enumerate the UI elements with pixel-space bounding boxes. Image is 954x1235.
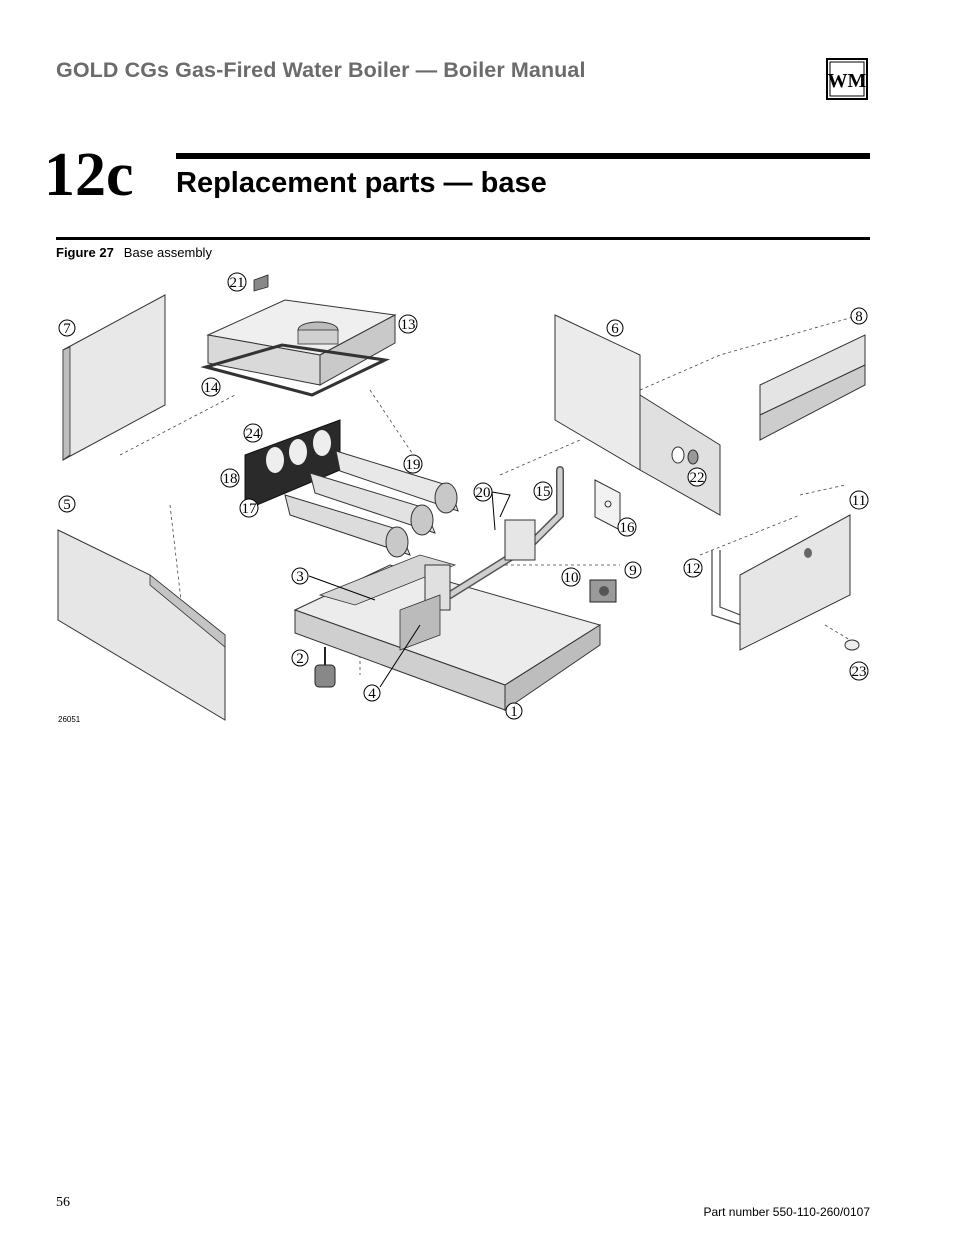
callout-8: 8 (850, 307, 868, 325)
callout-10: 10 (561, 567, 581, 587)
callout-23: 23 (849, 661, 869, 681)
svg-text:14: 14 (204, 380, 220, 396)
callout-16: 16 (617, 517, 637, 537)
callout-13: 13 (398, 314, 418, 334)
svg-text:2: 2 (296, 651, 304, 667)
callout-19: 19 (403, 454, 423, 474)
svg-text:24: 24 (246, 426, 262, 442)
svg-text:13: 13 (401, 317, 416, 333)
svg-text:7: 7 (63, 321, 71, 337)
callout-arrows (308, 491, 511, 688)
drawing-reference-number: 26051 (58, 715, 81, 724)
section-number: 12c (44, 141, 134, 209)
figure-caption: Figure 27 Base assembly (56, 245, 212, 260)
callout-21: 21 (227, 272, 247, 292)
flue-pipe-12 (711, 550, 749, 628)
svg-text:12: 12 (686, 561, 701, 577)
svg-text:16: 16 (620, 520, 636, 536)
callout-5: 5 (58, 495, 76, 513)
heading-rule-bottom (56, 237, 870, 240)
spacer-16 (594, 479, 621, 531)
callout-12: 12 (683, 558, 703, 578)
gas-valve-9 (589, 579, 617, 603)
svg-text:21: 21 (230, 275, 245, 291)
part-number: Part number 550-110-260/0107 (703, 1205, 870, 1219)
burner-plate-24 (244, 419, 341, 511)
callout-14: 14 (201, 377, 221, 397)
svg-text:WM: WM (828, 70, 867, 92)
gasket-14 (200, 343, 391, 397)
panel-7 (62, 294, 166, 461)
callout-6: 6 (606, 319, 624, 337)
section-title: Replacement parts — base (176, 167, 547, 199)
callout-4: 4 (363, 684, 381, 702)
svg-text:17: 17 (242, 501, 258, 517)
svg-text:23: 23 (852, 664, 867, 680)
callout-1: 1 (505, 702, 523, 720)
panel-5 (57, 529, 226, 721)
callout-24: 24 (243, 423, 263, 443)
svg-text:11: 11 (852, 493, 866, 509)
figure-caption-text: Base assembly (123, 245, 212, 260)
figure-callouts: 1 2 3 4 5 6 7 8 9 10 11 12 13 14 15 16 1… (58, 272, 869, 720)
heading-rule-top (176, 153, 870, 159)
svg-text:3: 3 (296, 569, 304, 585)
svg-text:22: 22 (690, 470, 705, 486)
manual-title: GOLD CGs Gas-Fired Water Boiler — Boiler… (56, 58, 586, 82)
callout-11: 11 (849, 490, 869, 510)
callout-17: 17 (239, 498, 259, 518)
callout-20: 20 (473, 482, 493, 502)
svg-text:19: 19 (406, 457, 421, 473)
callout-15: 15 (533, 481, 553, 501)
svg-text:18: 18 (223, 471, 238, 487)
callout-7: 7 (58, 319, 76, 337)
top-cover-13 (206, 299, 397, 386)
svg-text:1: 1 (510, 704, 518, 720)
callout-3: 3 (291, 567, 309, 585)
svg-text:10: 10 (564, 570, 579, 586)
front-panel-11 (739, 514, 851, 651)
base-assembly-diagram: 26051 1 2 3 4 5 6 7 8 9 10 11 12 13 14 1… (57, 272, 869, 724)
page-number: 56 (56, 1195, 70, 1210)
control-bracket-8 (759, 334, 866, 441)
svg-text:8: 8 (855, 309, 863, 325)
svg-text:9: 9 (629, 563, 637, 579)
weil-mclain-logo: WM (826, 58, 868, 100)
svg-text:6: 6 (611, 321, 619, 337)
burners-19 (284, 450, 459, 558)
figure-label: Figure 27 (56, 245, 114, 260)
sight-glass-23 (844, 639, 860, 651)
svg-text:5: 5 (63, 497, 71, 513)
screw-hardware-21 (253, 274, 269, 292)
callout-18: 18 (220, 468, 240, 488)
callout-2: 2 (291, 649, 309, 667)
svg-text:15: 15 (536, 484, 551, 500)
flame-screen-4 (399, 594, 441, 651)
callout-22: 22 (687, 467, 707, 487)
svg-text:4: 4 (368, 686, 376, 702)
svg-text:20: 20 (476, 485, 491, 501)
callout-9: 9 (624, 561, 642, 579)
burner-pilot-2 (314, 647, 336, 688)
